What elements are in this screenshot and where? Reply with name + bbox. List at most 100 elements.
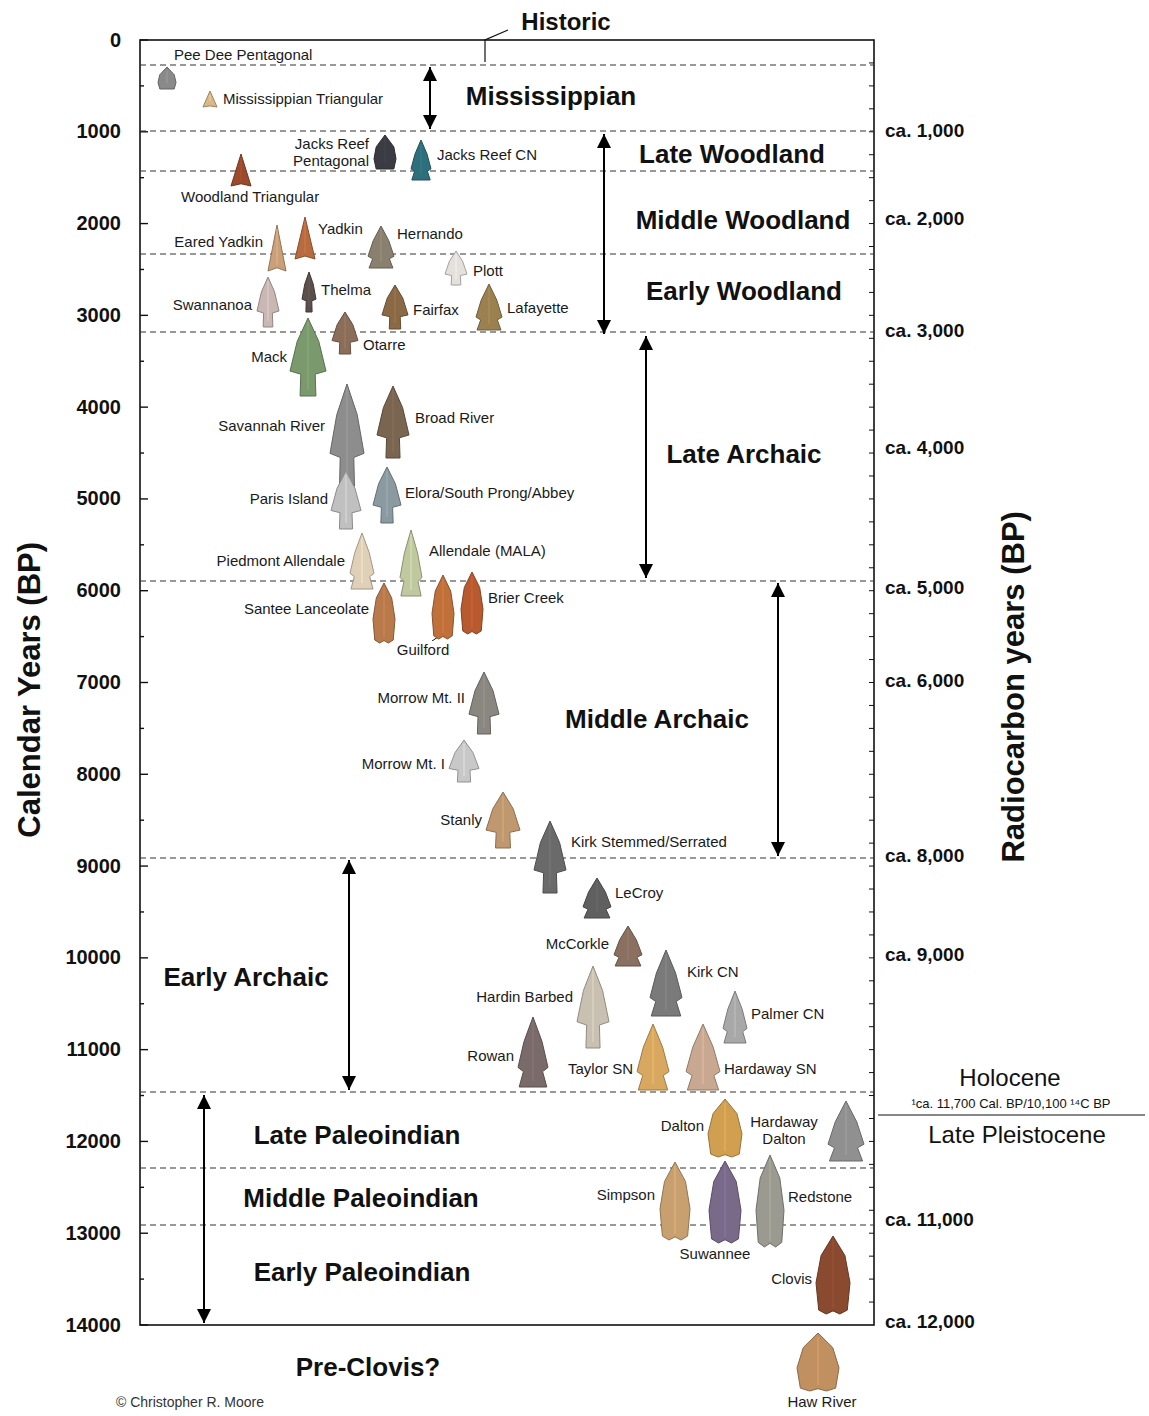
projectile-point xyxy=(816,1236,850,1314)
point-ridge xyxy=(381,230,382,262)
axis-tick xyxy=(140,1187,144,1188)
period-label: Late Woodland xyxy=(638,140,826,170)
point-type-label: Kirk CN xyxy=(686,963,740,980)
projectile-point xyxy=(708,1099,742,1157)
point-ridge xyxy=(395,289,396,323)
axis-tick xyxy=(869,774,874,775)
axis-tick xyxy=(869,361,874,362)
point-ridge xyxy=(666,954,667,1010)
projectile-point xyxy=(709,1161,741,1243)
axis-tick xyxy=(869,613,874,614)
point-type-label: Swannanoa xyxy=(172,296,253,313)
period-label: Mississippian xyxy=(465,82,638,112)
axis-tick xyxy=(869,957,874,958)
point-ridge xyxy=(653,1028,654,1084)
projectile-point xyxy=(373,467,401,523)
point-type-label: Jacks Reef Pentagonal xyxy=(278,135,370,170)
projectile-point xyxy=(445,251,467,285)
point-type-label: Dalton xyxy=(660,1117,705,1134)
point-ridge xyxy=(489,288,490,324)
axis-tick-label: 11000 xyxy=(65,1038,122,1061)
point-type-label: Santee Lanceolate xyxy=(243,600,370,617)
point-ridge xyxy=(533,1021,534,1081)
projectile-point xyxy=(614,926,642,966)
point-ridge xyxy=(818,1337,819,1385)
projectile-point xyxy=(518,1017,548,1087)
radiocarbon-label: ca. 2,000 xyxy=(884,208,965,230)
point-type-label: Simpson xyxy=(596,1186,656,1203)
period-label: Early Archaic xyxy=(162,963,329,993)
period-label: Middle Woodland xyxy=(635,206,852,236)
axis-tick xyxy=(869,1164,874,1165)
projectile-point xyxy=(290,318,326,396)
point-ridge xyxy=(833,1240,834,1308)
axis-tick xyxy=(869,934,874,935)
point-ridge xyxy=(725,1165,726,1237)
point-ridge xyxy=(443,579,444,633)
point-type-label: LeCroy xyxy=(614,884,664,901)
axis-tick-label: 0 xyxy=(109,29,122,52)
axis-tick xyxy=(140,452,144,453)
projectile-point xyxy=(650,950,682,1016)
axis-tick xyxy=(869,521,874,522)
point-type-label: Yadkin xyxy=(317,220,364,237)
point-type-label: Guilford xyxy=(396,641,451,658)
axis-tick xyxy=(140,361,144,362)
axis-tick xyxy=(869,1049,874,1050)
axis-tick xyxy=(869,751,874,752)
period-label: Middle Archaic xyxy=(564,705,750,735)
period-span-arrow xyxy=(645,336,647,578)
radiocarbon-label: ca. 6,000 xyxy=(884,670,965,692)
axis-tick xyxy=(140,85,144,86)
point-type-label: Suwannee xyxy=(679,1245,752,1262)
point-type-label: Stanly xyxy=(439,811,483,828)
period-span-arrow xyxy=(777,583,779,856)
projectile-point xyxy=(400,530,422,596)
axis-tick xyxy=(869,980,874,981)
projectile-point xyxy=(449,740,479,782)
projectile-point xyxy=(158,67,176,89)
projectile-point xyxy=(577,966,609,1048)
plot-frame xyxy=(140,40,874,1325)
axis-tick xyxy=(869,154,874,155)
projectile-point xyxy=(486,792,520,848)
point-ridge xyxy=(268,281,269,321)
projectile-point xyxy=(257,277,279,327)
period-boundary xyxy=(140,580,874,581)
point-ridge xyxy=(309,276,310,306)
axis-tick-label: 13000 xyxy=(64,1222,122,1245)
radiocarbon-label: ca. 12,000 xyxy=(884,1311,976,1333)
point-ridge xyxy=(345,316,346,348)
axis-tick xyxy=(140,957,148,958)
axis-tick xyxy=(869,1187,874,1188)
projectile-point xyxy=(231,154,251,186)
point-type-label: Haw River xyxy=(786,1393,857,1410)
point-type-label: McCorkle xyxy=(545,935,610,952)
axis-tick xyxy=(869,453,874,454)
axis-tick xyxy=(869,108,874,109)
projectile-point xyxy=(350,533,374,589)
axis-tick-label: 10000 xyxy=(64,946,122,969)
period-boundary xyxy=(140,253,874,254)
point-ridge xyxy=(421,144,422,174)
axis-tick xyxy=(140,177,144,178)
point-ridge xyxy=(347,388,348,480)
projectile-point xyxy=(330,384,364,486)
point-ridge xyxy=(675,1166,676,1234)
axis-tick xyxy=(869,1095,874,1096)
projectile-point xyxy=(374,135,396,169)
radiocarbon-label: ca. 9,000 xyxy=(884,944,965,966)
point-ridge xyxy=(167,71,168,83)
period-span-arrow xyxy=(203,1095,205,1323)
point-type-label: Hardaway SN xyxy=(723,1060,818,1077)
projectile-point xyxy=(373,583,395,643)
period-boundary xyxy=(140,1091,874,1092)
point-ridge xyxy=(308,322,309,390)
axis-tick xyxy=(140,819,144,820)
axis-tick xyxy=(869,889,874,890)
projectile-point xyxy=(797,1333,839,1391)
point-ridge xyxy=(597,882,598,912)
point-type-label: Woodland Triangular xyxy=(180,188,320,205)
point-ridge xyxy=(735,995,736,1037)
axis-tick xyxy=(869,407,874,408)
